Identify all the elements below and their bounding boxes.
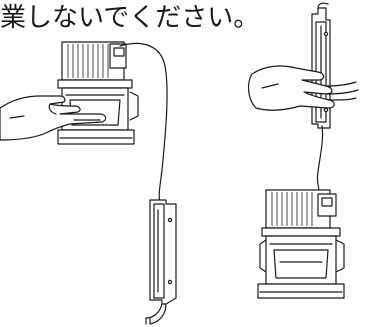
left-cable <box>119 42 168 205</box>
instruction-text: 業しないでください。 <box>0 3 260 33</box>
right-figure <box>247 2 359 299</box>
left-hand-icon <box>0 95 107 141</box>
left-downlight-fixture <box>57 41 139 145</box>
right-hand-icon <box>247 65 359 111</box>
left-mounting-bracket <box>145 199 177 325</box>
left-figure <box>0 41 177 325</box>
right-mounting-bracket <box>311 2 331 129</box>
right-downlight-fixture <box>257 189 345 299</box>
